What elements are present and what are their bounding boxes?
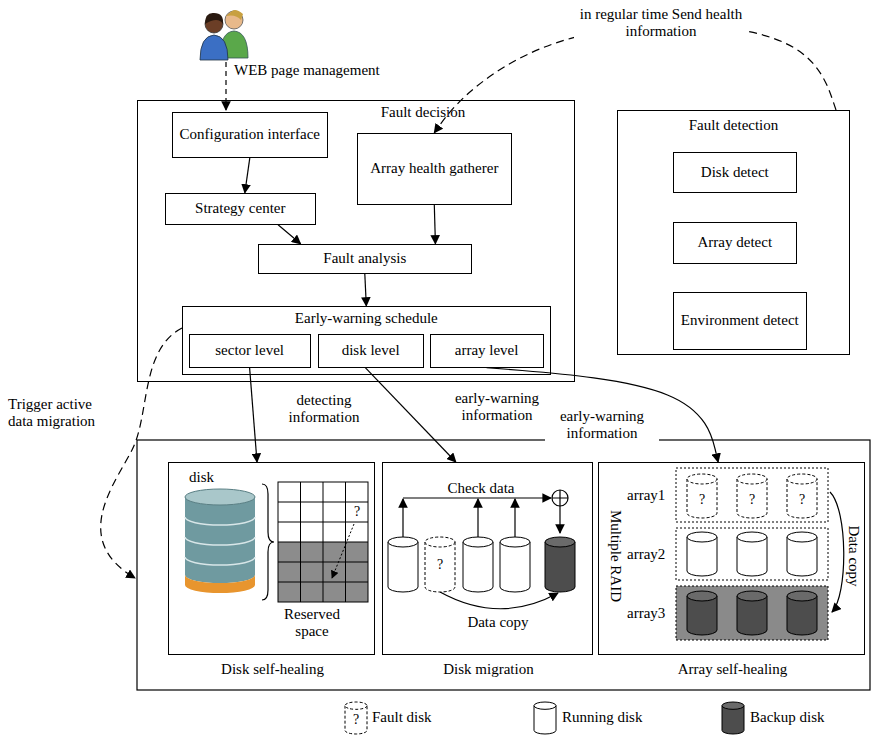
box-label: array level xyxy=(451,342,523,359)
array-box xyxy=(676,528,828,580)
disk-icon xyxy=(463,537,493,592)
process-box: Environment detect xyxy=(673,292,807,350)
disk-icon xyxy=(534,702,556,734)
level-box: disk level xyxy=(318,334,424,368)
box-label: disk level xyxy=(338,342,404,359)
brace xyxy=(262,484,274,600)
disk-icon xyxy=(787,591,817,635)
panel-text: Reserved space xyxy=(273,606,351,641)
fault-mark: ? xyxy=(353,712,359,728)
array-box xyxy=(676,586,828,640)
check-lines xyxy=(403,490,568,609)
disk-icon xyxy=(687,532,717,576)
disk-icon xyxy=(687,591,717,635)
disk-icon xyxy=(737,474,767,518)
process-box: Disk detect xyxy=(673,152,797,193)
panel-text: disk xyxy=(189,469,239,486)
box-title: Early-warning schedule xyxy=(183,310,550,327)
user-link xyxy=(225,62,226,110)
level-box: sector level xyxy=(189,334,311,368)
healing-panel: Multiple RAIDarray1 array2 array3 Data copy… xyxy=(598,462,865,655)
disk-stack xyxy=(185,489,255,593)
fault-mark: ? xyxy=(699,492,705,508)
process-box: Configuration interface xyxy=(172,112,328,158)
fault-mark: ? xyxy=(749,492,755,508)
disk-icon xyxy=(787,474,817,518)
disk-icon xyxy=(425,537,455,592)
disk-icons xyxy=(345,474,817,734)
panel-text: Data copy xyxy=(844,525,861,586)
box-label: sector level xyxy=(211,342,288,359)
trigger-link xyxy=(101,328,182,578)
dashed-arrow xyxy=(434,25,836,133)
disk-icon xyxy=(687,474,717,518)
process-box: Fault analysis xyxy=(258,244,472,274)
flow-arrow xyxy=(365,274,367,306)
panel-text: Multiple RAID xyxy=(606,510,623,602)
box-title: Fault decision xyxy=(343,104,503,121)
edge-label: early-warning information xyxy=(545,408,659,443)
disk-icon xyxy=(545,537,575,592)
panel-text: Disk self-healing xyxy=(169,661,376,678)
box-title: Fault detection xyxy=(618,117,849,134)
box-label: Fault analysis xyxy=(319,250,410,267)
box-label: Strategy center xyxy=(191,200,289,217)
remap-arrow xyxy=(332,524,354,578)
edge-label: early-warning information xyxy=(440,390,554,425)
copy-arrow xyxy=(830,492,844,612)
panel-text: Data copy xyxy=(453,614,543,631)
process-box: Array detect xyxy=(673,222,797,264)
schedule-box: Early-warning schedule sector level disk l… xyxy=(182,306,551,375)
panel-text: array1 xyxy=(627,487,675,504)
box-label: Array detect xyxy=(694,234,777,251)
disk-icon xyxy=(388,537,418,592)
fault-mark: ? xyxy=(354,504,360,520)
panel-text: Array self-healing xyxy=(599,661,866,678)
edge-label: in regular time Send health information xyxy=(574,6,748,41)
flow-arrow xyxy=(434,205,435,244)
healing-panel: diskReserved spaceDisk self-healing xyxy=(168,462,375,655)
flow-arrow xyxy=(245,158,250,193)
sector-grid xyxy=(278,482,368,602)
box-label: Configuration interface xyxy=(176,126,324,143)
detection-panel: Fault detectionDisk detectArray detectEn… xyxy=(617,110,850,355)
legend-text: Running disk xyxy=(562,709,642,726)
process-box: Array health gatherer xyxy=(357,133,512,205)
disk-icon xyxy=(345,702,367,734)
user-icon xyxy=(200,10,248,60)
panel-text: Disk migration xyxy=(383,661,594,678)
disk-icon xyxy=(500,537,530,592)
box-label: Disk detect xyxy=(697,164,773,181)
process-box: Strategy center xyxy=(165,193,316,225)
note-label: WEB page management xyxy=(234,62,380,79)
fault-mark: ? xyxy=(799,492,805,508)
box-label: Environment detect xyxy=(677,312,803,329)
panel-text: array3 xyxy=(627,605,675,622)
disk-icon xyxy=(787,532,817,576)
edge-label: detecting information xyxy=(272,392,376,427)
legend-text: Fault disk xyxy=(372,709,432,726)
panel-text: array2 xyxy=(627,546,675,563)
decision-panel: Fault decisionConfiguration interfaceArr… xyxy=(137,100,575,382)
migration-panel: Check dataData copyDisk migration xyxy=(382,462,593,655)
execution-frame xyxy=(137,440,870,690)
disk-icon xyxy=(737,532,767,576)
panel-text: Check data xyxy=(426,480,536,497)
note-label: Trigger active data migration xyxy=(8,396,120,431)
disk-icon xyxy=(737,591,767,635)
flow-arrow xyxy=(278,225,301,244)
level-box: array level xyxy=(430,334,544,368)
fault-mark: ? xyxy=(437,557,443,573)
array-box xyxy=(676,468,828,522)
legend-text: Backup disk xyxy=(750,709,825,726)
box-label: Array health gatherer xyxy=(366,160,502,177)
disk-icon xyxy=(722,702,744,734)
